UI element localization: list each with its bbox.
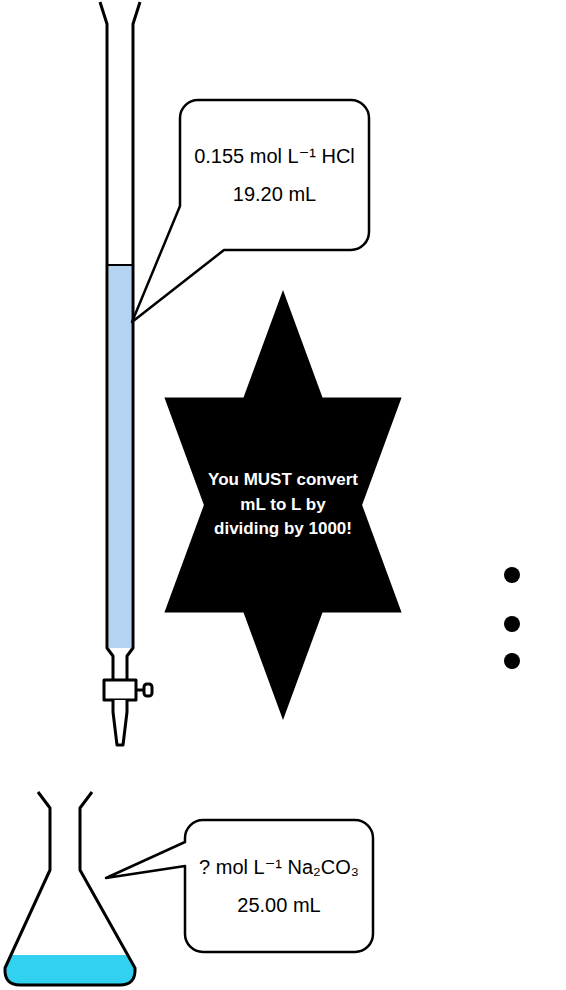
warning-star: You MUST convert mL to L by dividing by … [146, 290, 420, 720]
conical-flask [5, 792, 135, 985]
callout-text: 0.155 mol L⁻¹ HCl [194, 144, 355, 168]
bubble-outline [106, 820, 373, 952]
burette-callout: 0.155 mol L⁻¹ HCl 19.20 mL [180, 100, 369, 250]
callout-text: 19.20 mL [233, 182, 316, 206]
speech-bubble [185, 820, 373, 952]
star-outline [164, 290, 401, 720]
callout-text: ? mol L⁻¹ Na₂CO₃ [199, 855, 359, 879]
bullet-dots [504, 567, 520, 669]
warning-text: You MUST convert mL to L by dividing by … [208, 468, 358, 542]
burette [100, 2, 152, 745]
speech-bubble [180, 100, 369, 250]
callout-text: 25.00 mL [237, 893, 320, 917]
bubble-outline [132, 100, 369, 322]
flask-callout: ? mol L⁻¹ Na₂CO₃ 25.00 mL [185, 820, 373, 952]
